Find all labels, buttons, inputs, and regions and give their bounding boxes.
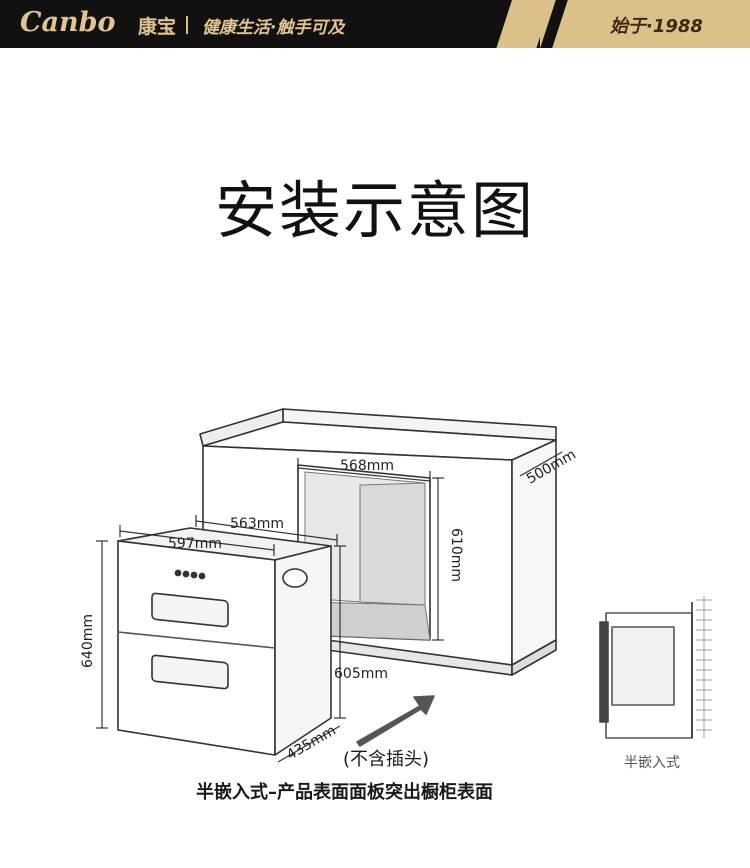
dim-605: 605mm bbox=[334, 666, 388, 682]
dim-568: 568mm bbox=[340, 458, 394, 474]
header-separator bbox=[186, 16, 188, 34]
dim-597: 597mm bbox=[168, 536, 222, 552]
banner-gold-panel bbox=[540, 0, 750, 48]
dim-610: 610mm bbox=[448, 528, 464, 582]
header-banner: Canbo 康宝 健康生活·触手可及 始于·1988 bbox=[0, 0, 750, 48]
brand-slogan: 健康生活·触手可及 bbox=[202, 18, 345, 38]
since-year: 始于·1988 bbox=[610, 16, 703, 37]
dim-640: 640mm bbox=[80, 614, 96, 668]
page-title: 安装示意图 bbox=[214, 174, 535, 247]
brand-logo: Canbo bbox=[20, 7, 116, 38]
dimension-lines bbox=[96, 451, 563, 763]
plug-note: (不含插头) bbox=[343, 749, 430, 770]
side-view-label: 半嵌入式 bbox=[624, 755, 680, 771]
installation-caption: 半嵌入式–产品表面面板突出橱柜表面 bbox=[196, 782, 493, 803]
side-view-thumbnail bbox=[599, 596, 712, 739]
dim-563: 563mm bbox=[230, 516, 284, 532]
insert-arrow-icon bbox=[356, 695, 435, 747]
disinfection-cabinet-unit bbox=[117, 527, 332, 756]
brand-name-cn: 康宝 bbox=[138, 16, 177, 38]
